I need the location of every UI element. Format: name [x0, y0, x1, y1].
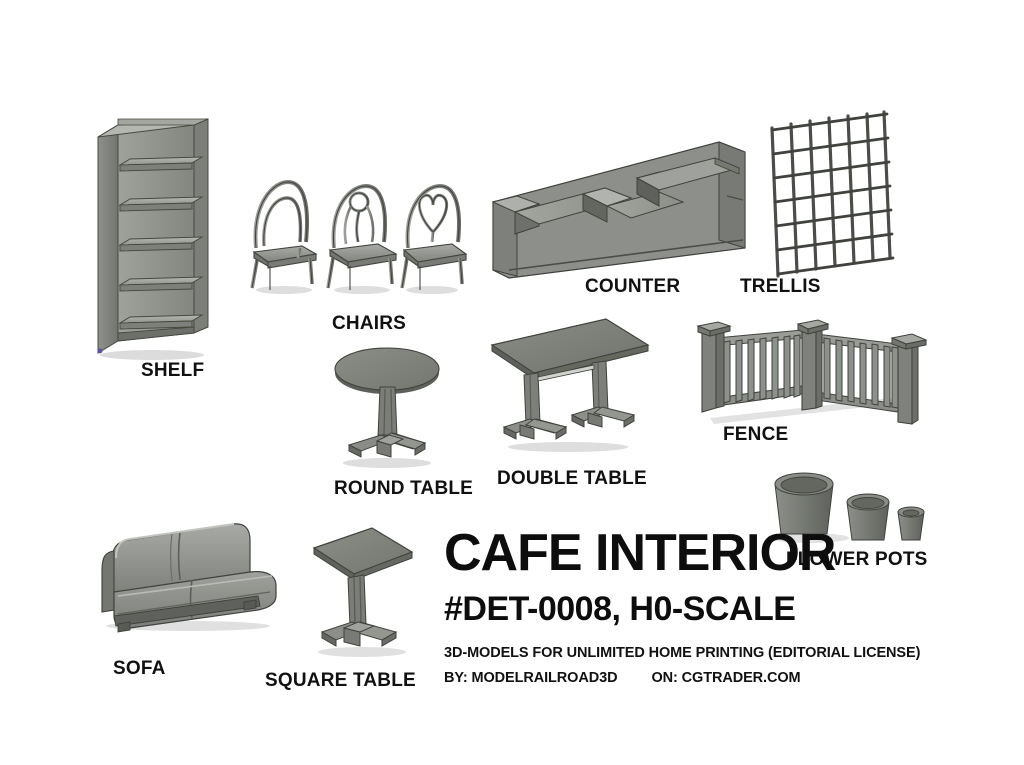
flower-pots-label: FLOWER POTS [786, 549, 928, 570]
counter-icon [487, 130, 752, 280]
counter-label: COUNTER [585, 276, 681, 297]
trellis-icon [766, 110, 896, 284]
square-table-icon [300, 520, 425, 660]
double-table-icon [488, 315, 653, 455]
chairs-icon [240, 172, 468, 297]
sofa-label: SOFA [113, 658, 166, 679]
shelf-label: SHELF [141, 360, 205, 381]
fence-label: FENCE [723, 424, 789, 445]
page-title: CAFE INTERIOR [444, 524, 836, 582]
fence-icon [676, 316, 936, 436]
double-table-label: DOUBLE TABLE [497, 468, 647, 489]
round-table-label: ROUND TABLE [334, 478, 474, 499]
credits-line: BY: MODELRAILROAD3D ON: CGTRADER.COM [444, 670, 801, 686]
bookshelf-icon [90, 105, 220, 360]
chairs-label: CHAIRS [332, 313, 407, 334]
flower-pots-icon [765, 470, 925, 550]
marketplace-credit: ON: CGTRADER.COM [651, 670, 801, 686]
round-table-icon [325, 345, 455, 470]
product-code: #DET-0008, H0-SCALE [444, 590, 796, 628]
sofa-icon [88, 518, 288, 638]
author-credit: BY: MODELRAILROAD3D [444, 670, 618, 686]
trellis-label: TRELLIS [740, 276, 821, 297]
license-note: 3D-MODELS FOR UNLIMITED HOME PRINTING (E… [444, 645, 921, 661]
square-table-label: SQUARE TABLE [265, 670, 416, 691]
